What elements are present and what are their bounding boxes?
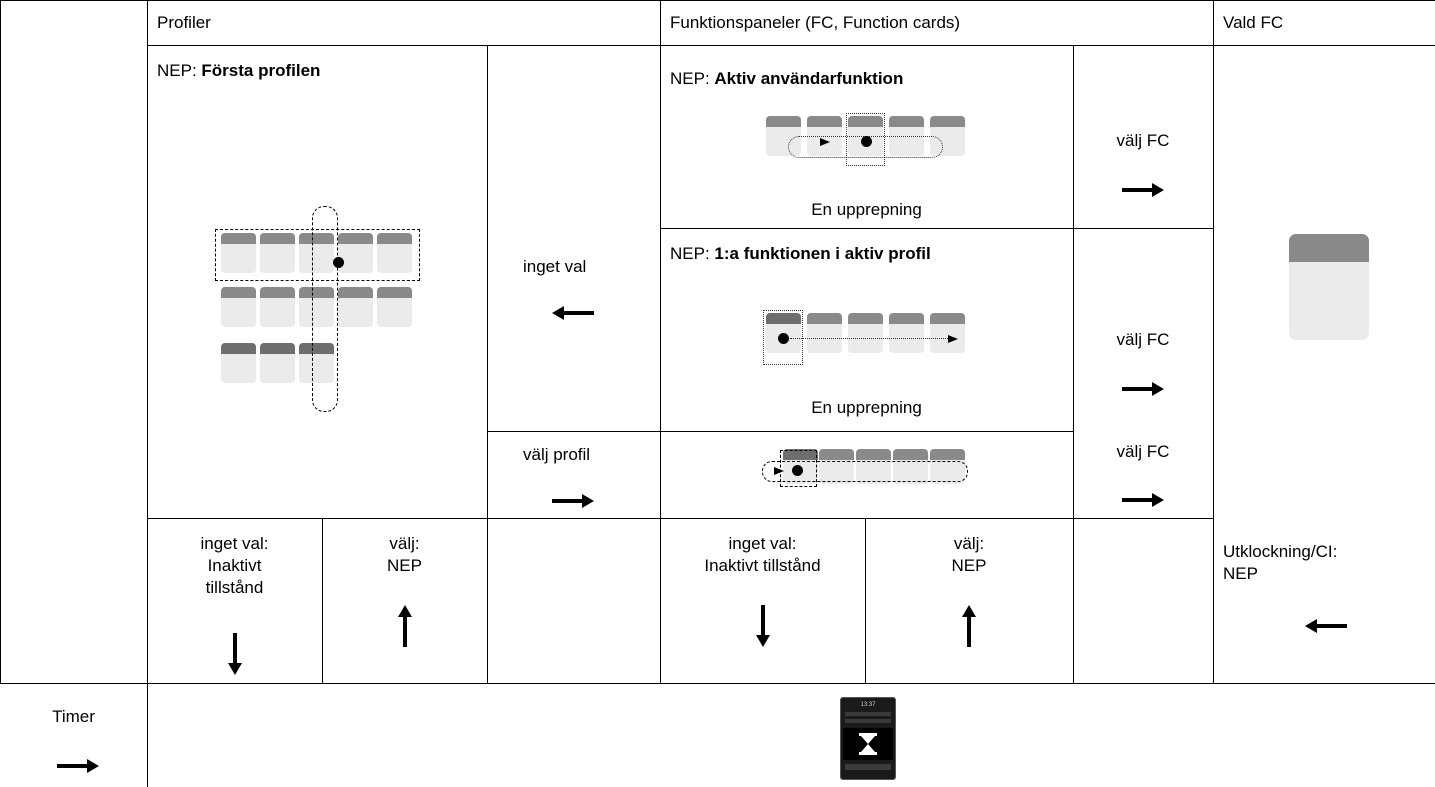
timer-label: Timer (52, 707, 95, 726)
fc-select-2: NEP (951, 556, 987, 575)
arrow-right-icon (1122, 493, 1164, 507)
timer-screen: 13:37 (840, 697, 896, 780)
fc-select-1: välj: (953, 534, 985, 553)
profiles-no-selection-2: Inaktivt (207, 556, 262, 575)
fc-row-1-caption: En upprepning (811, 200, 922, 219)
grid-line (487, 45, 488, 683)
arrow-down-icon (228, 633, 242, 675)
grid-line (487, 431, 1073, 432)
grid-line (865, 518, 866, 683)
selected-fc-card (1289, 234, 1369, 340)
checkout-label-2: NEP (1223, 564, 1258, 583)
header-selected-fc: Vald FC (1223, 13, 1284, 32)
profiles-select-1: välj: (389, 534, 420, 553)
arrow-up-icon (962, 605, 976, 647)
fc-row-2-nep-label: NEP: 1:a funktionen i aktiv profil (670, 244, 931, 263)
fc-row-3-action: välj FC (1116, 442, 1170, 461)
profiles-nep-label: NEP: Första profilen (157, 61, 321, 80)
hourglass-icon (859, 733, 877, 755)
arrow-up-icon (398, 605, 412, 647)
grid-line (660, 228, 1214, 229)
fc-row-1-nep-label: NEP: Aktiv användarfunktion (670, 69, 904, 88)
no-selection-label: inget val (523, 257, 587, 276)
profiles-no-selection-1: inget val: (200, 534, 269, 553)
arrow-right-icon (552, 494, 594, 508)
grid-line (147, 518, 1214, 519)
select-profile-label: välj profil (523, 445, 591, 464)
arrow-down-icon (756, 605, 770, 647)
grid-line (0, 683, 1435, 684)
header-profiles: Profiler (157, 13, 211, 32)
grid-line (322, 518, 323, 683)
arrow-left-icon (552, 306, 594, 320)
header-function-cards: Funktionspaneler (FC, Function cards) (670, 13, 961, 32)
checkout-label-1: Utklockning/CI: (1223, 542, 1338, 561)
fc-row-2-caption: En upprepning (811, 398, 922, 417)
grid-line (1213, 0, 1214, 683)
arrow-right-icon (1122, 183, 1164, 197)
profiles-select-2: NEP (387, 556, 422, 575)
grid-line (0, 0, 1435, 1)
fc-row-1-action: välj FC (1116, 131, 1170, 150)
grid-line (660, 0, 661, 683)
profiles-no-selection-3: tillstånd (205, 578, 264, 597)
grid-line (1073, 45, 1074, 683)
arrow-right-icon (57, 759, 99, 773)
arrow-left-icon (1305, 619, 1347, 633)
fc-no-selection-1: inget val: (728, 534, 797, 553)
grid-line (147, 0, 148, 787)
grid-line (0, 0, 1, 683)
grid-line (147, 45, 1435, 46)
fc-no-selection-2: Inaktivt tillstånd (704, 556, 821, 575)
timer-screen-time: 13:37 (860, 702, 876, 708)
arrow-right-icon (1122, 382, 1164, 396)
fc-row-2-action: välj FC (1116, 330, 1170, 349)
